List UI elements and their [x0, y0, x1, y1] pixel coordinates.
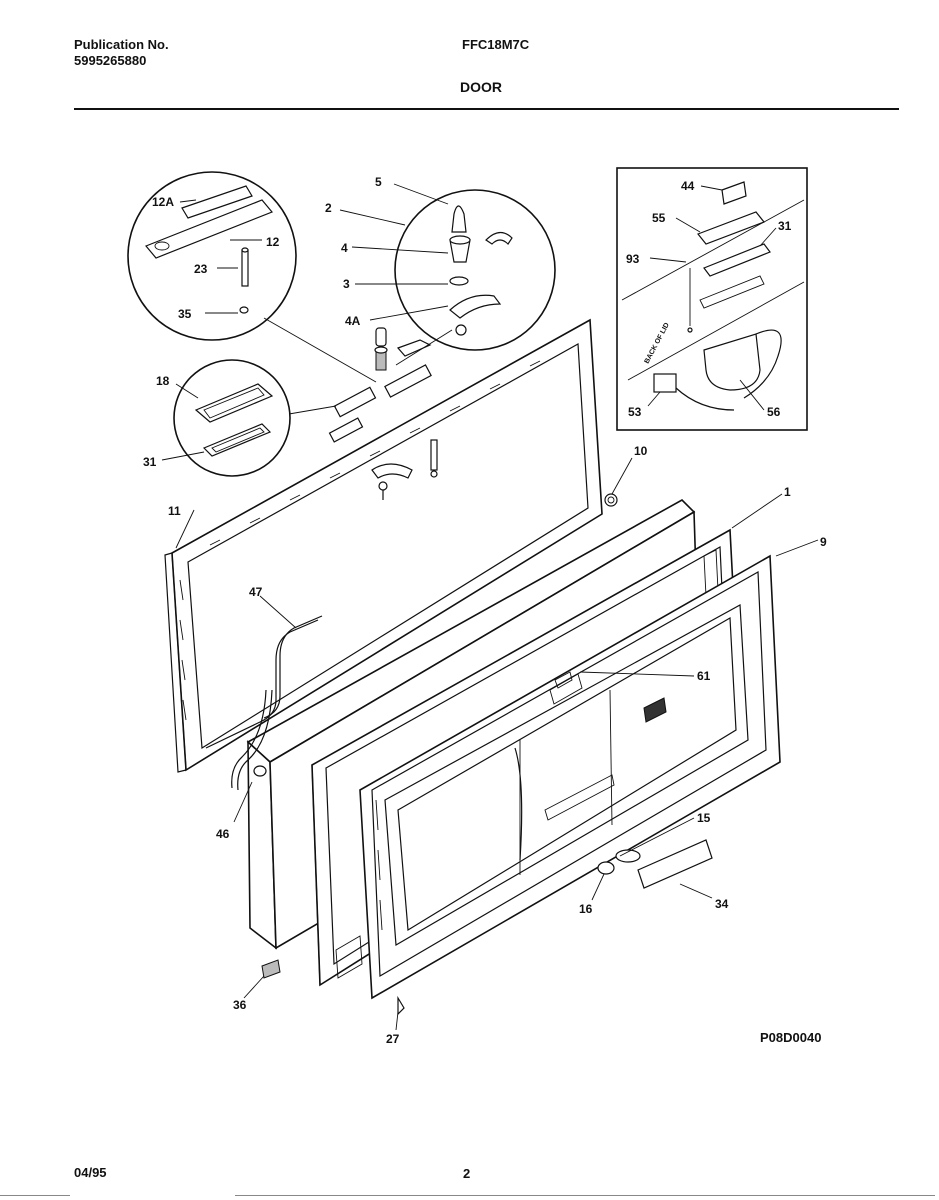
callout-11: 11 — [168, 504, 181, 518]
callout-4: 4 — [341, 241, 348, 255]
callout-5: 5 — [375, 175, 382, 189]
callout-44: 44 — [681, 179, 695, 193]
callout-4A: 4A — [345, 314, 361, 328]
small-parts — [261, 493, 713, 1016]
inset-handle — [173, 359, 291, 477]
figure-id: P08D0040 — [760, 1030, 821, 1045]
inset-hinge-parts — [394, 189, 556, 351]
footer-date: 04/95 — [74, 1165, 107, 1180]
callout-56: 56 — [767, 405, 781, 419]
callout-31-left: 31 — [143, 455, 157, 469]
leader-lines — [161, 183, 819, 1031]
footer-rule-right — [235, 1195, 935, 1196]
hinge-assembly — [328, 327, 438, 500]
callout-3: 3 — [343, 277, 350, 291]
callout-2: 2 — [325, 201, 332, 215]
footer-rule-left — [0, 1195, 70, 1196]
callout-36: 36 — [233, 998, 247, 1012]
publication-number: 5995265880 — [74, 53, 147, 68]
publication-label: Publication No. — [74, 37, 169, 52]
outer-door-frame — [335, 554, 781, 1000]
inset-hinge-cover — [127, 171, 297, 341]
callout-18: 18 — [156, 374, 170, 388]
callout-61: 61 — [697, 669, 711, 683]
callout-31-inset: 31 — [778, 219, 792, 233]
callout-47: 47 — [249, 585, 263, 599]
callout-12A: 12A — [152, 195, 174, 209]
callout-53: 53 — [628, 405, 642, 419]
callout-15: 15 — [697, 811, 711, 825]
callout-93: 93 — [626, 252, 640, 266]
callout-16: 16 — [579, 902, 593, 916]
header-rule — [74, 108, 899, 110]
model-number: FFC18M7C — [462, 37, 530, 52]
callout-46: 46 — [216, 827, 230, 841]
inset-back-of-lid — [616, 167, 808, 431]
callout-12: 12 — [266, 235, 280, 249]
callout-55: 55 — [652, 211, 666, 225]
callout-27: 27 — [386, 1032, 400, 1046]
callout-23: 23 — [194, 262, 208, 276]
callout-35: 35 — [178, 307, 192, 321]
callout-10: 10 — [634, 444, 648, 458]
section-title: DOOR — [460, 79, 502, 95]
callout-9: 9 — [820, 535, 827, 549]
callout-34: 34 — [715, 897, 729, 911]
callout-1: 1 — [784, 485, 791, 499]
heater-wire — [205, 615, 323, 791]
page-number: 2 — [463, 1166, 471, 1181]
